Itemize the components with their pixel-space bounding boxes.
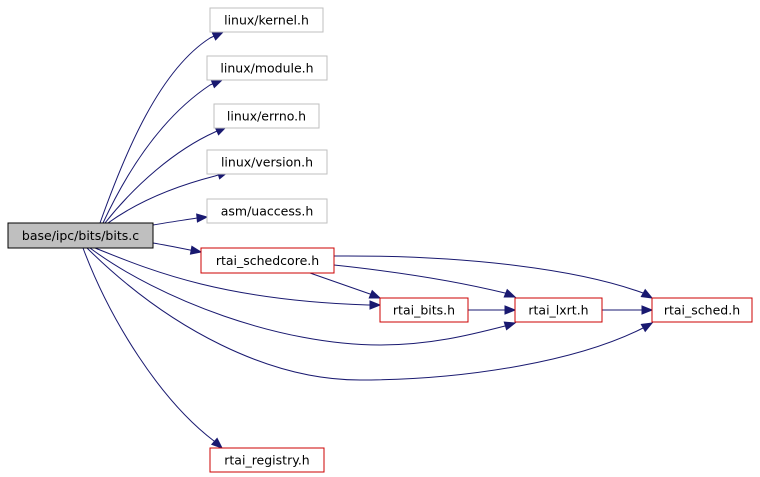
node-kernel[interactable]: linux/kernel.h <box>209 7 324 33</box>
edge-line <box>333 255 653 299</box>
node-box <box>213 103 320 129</box>
edge-schedcore-to-sched <box>333 255 654 299</box>
arrowhead <box>210 79 224 89</box>
node-box <box>209 447 325 473</box>
node-root[interactable]: base/ipc/bits/bits.c <box>7 222 154 249</box>
node-bits[interactable]: rtai_bits.h <box>379 297 469 323</box>
node-box <box>200 247 335 274</box>
edge-line <box>309 272 381 299</box>
arrowhead <box>211 31 225 41</box>
node-label: linux/errno.h <box>227 109 306 124</box>
node-version[interactable]: linux/version.h <box>206 149 328 175</box>
edge-line <box>333 264 516 298</box>
node-registry[interactable]: rtai_registry.h <box>209 447 325 473</box>
arrowhead <box>368 289 382 299</box>
edge-line <box>82 247 223 449</box>
arrowhead <box>640 322 654 333</box>
node-schedcore[interactable]: rtai_schedcore.h <box>200 247 335 274</box>
node-box <box>206 149 328 175</box>
node-lxrt[interactable]: rtai_lxrt.h <box>514 297 603 323</box>
node-label: asm/uaccess.h <box>221 204 314 219</box>
node-box <box>206 55 328 81</box>
edge-schedcore-to-lxrt <box>333 264 517 298</box>
arrowhead <box>503 288 517 298</box>
edge-line <box>107 171 229 224</box>
node-errno[interactable]: linux/errno.h <box>213 103 320 129</box>
edge-line <box>152 242 202 253</box>
node-box <box>209 7 324 33</box>
node-label: rtai_schedcore.h <box>216 253 319 268</box>
arrowhead <box>504 305 517 315</box>
edge-schedcore-to-bits <box>309 272 382 299</box>
nodes-layer: base/ipc/bits/bits.c linux/kernel.h linux/… <box>7 7 753 473</box>
node-label: rtai_registry.h <box>224 453 309 468</box>
edge-root-to-kernel <box>99 31 225 224</box>
edge-line <box>94 247 380 306</box>
edge-line <box>104 126 227 224</box>
node-label: linux/kernel.h <box>224 13 309 28</box>
edge-line <box>99 31 224 224</box>
node-box <box>651 297 753 323</box>
edge-line <box>89 247 516 346</box>
node-uaccess[interactable]: asm/uaccess.h <box>206 198 328 224</box>
node-box <box>514 297 603 323</box>
edge-root-to-sched <box>86 247 654 381</box>
edge-root-to-schedcore <box>152 242 203 255</box>
node-box <box>379 297 469 323</box>
node-sched[interactable]: rtai_sched.h <box>651 297 753 323</box>
node-label: rtai_sched.h <box>664 303 740 318</box>
arrowhead <box>189 245 203 255</box>
edge-root-to-module <box>102 79 224 224</box>
edge-lxrt-to-sched <box>602 305 654 315</box>
node-label: base/ipc/bits/bits.c <box>22 228 139 243</box>
arrowhead <box>369 300 382 310</box>
edge-bits-to-lxrt <box>468 305 517 315</box>
edge-root-to-registry <box>82 247 224 449</box>
arrowhead <box>196 213 209 223</box>
node-module[interactable]: linux/module.h <box>206 55 328 81</box>
node-box <box>7 222 154 249</box>
arrowhead <box>503 321 517 331</box>
node-label: linux/module.h <box>220 61 313 76</box>
node-label: rtai_bits.h <box>393 303 455 318</box>
edge-root-to-uaccess <box>152 213 209 226</box>
node-label: linux/version.h <box>221 155 313 170</box>
node-box <box>206 198 328 224</box>
edge-root-to-bits <box>94 247 382 310</box>
arrowhead <box>641 305 654 315</box>
edge-line <box>102 79 223 224</box>
edges-layer <box>82 31 654 449</box>
arrowhead <box>210 437 224 449</box>
node-label: rtai_lxrt.h <box>528 303 588 318</box>
arrowhead <box>640 288 654 299</box>
edge-root-to-lxrt <box>89 247 517 346</box>
edge-line <box>86 247 653 381</box>
